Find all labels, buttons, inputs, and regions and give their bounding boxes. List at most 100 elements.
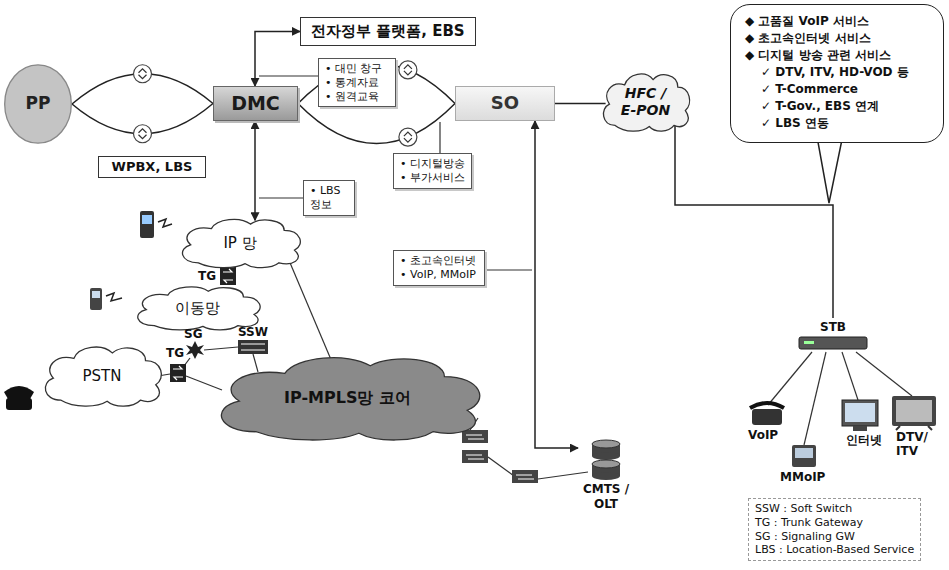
callout-box: • LBS 정보 (303, 180, 355, 216)
cmts-icon (588, 438, 624, 482)
node-text: WPBX, LBS (112, 159, 193, 175)
network-cloud: HFC / E-PON (598, 70, 693, 134)
cmts-icon-part (592, 440, 620, 448)
dmc-box: DMC (213, 86, 298, 121)
node-text: PP (26, 93, 51, 114)
so-box: SO (455, 86, 555, 121)
relay-icon (399, 128, 417, 146)
illustration-part (750, 403, 784, 408)
network-cloud: 이동망 (130, 284, 265, 332)
node-text: HFC / E-PON (620, 85, 672, 120)
cloud-outline-path (182, 219, 300, 267)
callout-box: • 디지털방송• 부가서비스 (393, 153, 472, 189)
connector-line (298, 104, 455, 144)
device-label: TG (198, 269, 216, 283)
illustration-part (892, 396, 936, 426)
network-wire (253, 354, 258, 372)
node-text: CMTS / OLT (580, 482, 632, 512)
illustration-part (241, 350, 265, 351)
illustration-part (466, 435, 484, 439)
device-label: 인터넷 (846, 433, 882, 447)
illustration-part (792, 445, 816, 467)
legend-row: SSW : Soft Switch (755, 502, 914, 516)
relay-icon-part (134, 125, 152, 143)
relay-icon-part (399, 61, 417, 79)
node-text: • 부가서비스 (400, 171, 465, 185)
switch-icon (462, 430, 538, 483)
connector (255, 31, 300, 86)
device-label: SSW (238, 325, 268, 339)
illustration-part (140, 211, 154, 238)
node-text: DMC (231, 92, 280, 116)
relay-icon-part (139, 129, 147, 139)
device-label: SG (184, 327, 203, 341)
illustration-part (92, 291, 100, 298)
soft-switch-icon (238, 340, 268, 354)
illustration-part (516, 475, 534, 479)
illustration-part (853, 426, 867, 431)
illustration-part (220, 267, 236, 285)
illustration-part (928, 426, 932, 430)
illustration-part (462, 450, 488, 463)
connector (255, 121, 256, 220)
ellipse-outline-path (5, 65, 72, 143)
trunk-gateway-icon (220, 267, 236, 285)
network-wire (204, 347, 238, 350)
core-cloud: IP-MPLS망 코어 (205, 352, 490, 444)
callout-box: • 대민 창구• 통계자료• 원격교육 (318, 58, 396, 107)
illustration-part (842, 400, 878, 426)
illustration-part (462, 430, 488, 443)
illustration-part (896, 426, 900, 430)
mobile-phone (90, 288, 122, 310)
network-cloud: PSTN (38, 343, 166, 409)
node-text: • 디지털방송 (400, 157, 465, 171)
legend-entry: SG : Signaling GW (755, 530, 855, 543)
relay-icon (134, 125, 152, 143)
illustration-part (512, 470, 538, 483)
connector (675, 125, 833, 318)
node-text: • 원격교육 (325, 90, 379, 104)
network-wire (186, 376, 222, 390)
illustration-part (466, 455, 484, 459)
illustration-part (752, 409, 782, 425)
node-text: PSTN (83, 367, 122, 386)
relay-icon (134, 65, 152, 83)
legend-entry: LBS : Location-Based Service (755, 543, 914, 556)
illustration-part (106, 293, 122, 301)
connector (535, 121, 578, 448)
network-wire (488, 457, 514, 476)
node-text: • VoIP, MMoIP (400, 268, 476, 282)
node-text: ◆ 디지털 방송 관련 서비스 (745, 47, 891, 64)
node-text: STB (820, 320, 846, 335)
cloud-outline-path (45, 347, 161, 406)
illustration-part (170, 364, 186, 382)
relay-icon-part (139, 69, 147, 79)
legend-row: SG : Signaling GW (755, 530, 914, 544)
relay-icon (399, 61, 417, 79)
illustration-part (223, 269, 233, 283)
node-text: IP 망 (223, 234, 256, 253)
connector (72, 65, 213, 143)
illustration-part (4, 386, 34, 399)
video-phone-icon (792, 445, 816, 467)
stb-icon-part (799, 337, 867, 349)
node-text: ✓ T-Gov., EBS 연계 (745, 98, 879, 115)
wpbx-box: WPBX, LBS (98, 156, 206, 178)
relay-icon-part (404, 65, 412, 75)
illustration-part (173, 366, 183, 380)
device-label: VoIP (748, 428, 778, 442)
node-text: ✓ LBS 연동 (745, 115, 829, 132)
stb-icon (798, 335, 868, 351)
tv-icon (892, 396, 936, 430)
legend-row: TG : Trunk Gateway (755, 516, 914, 530)
speech-bubble: ◆ 고품질 VoIP 서비스◆ 초고속인터넷 서비스◆ 디지털 방송 관련 서비… (730, 4, 944, 143)
network-cloud: IP 망 (175, 216, 305, 270)
leader-line (259, 75, 318, 76)
voip-phone-icon (750, 403, 784, 425)
callout-box: • 초고속인터넷• VoIP, MMoIP (393, 250, 485, 286)
cloud-outline-path (603, 74, 689, 131)
legend-box: SSW : Soft SwitchTG : Trunk GatewaySG : … (748, 498, 921, 561)
cmts-icon-part (592, 472, 620, 480)
relay-icon-part (404, 132, 412, 142)
leader-line (439, 122, 440, 153)
